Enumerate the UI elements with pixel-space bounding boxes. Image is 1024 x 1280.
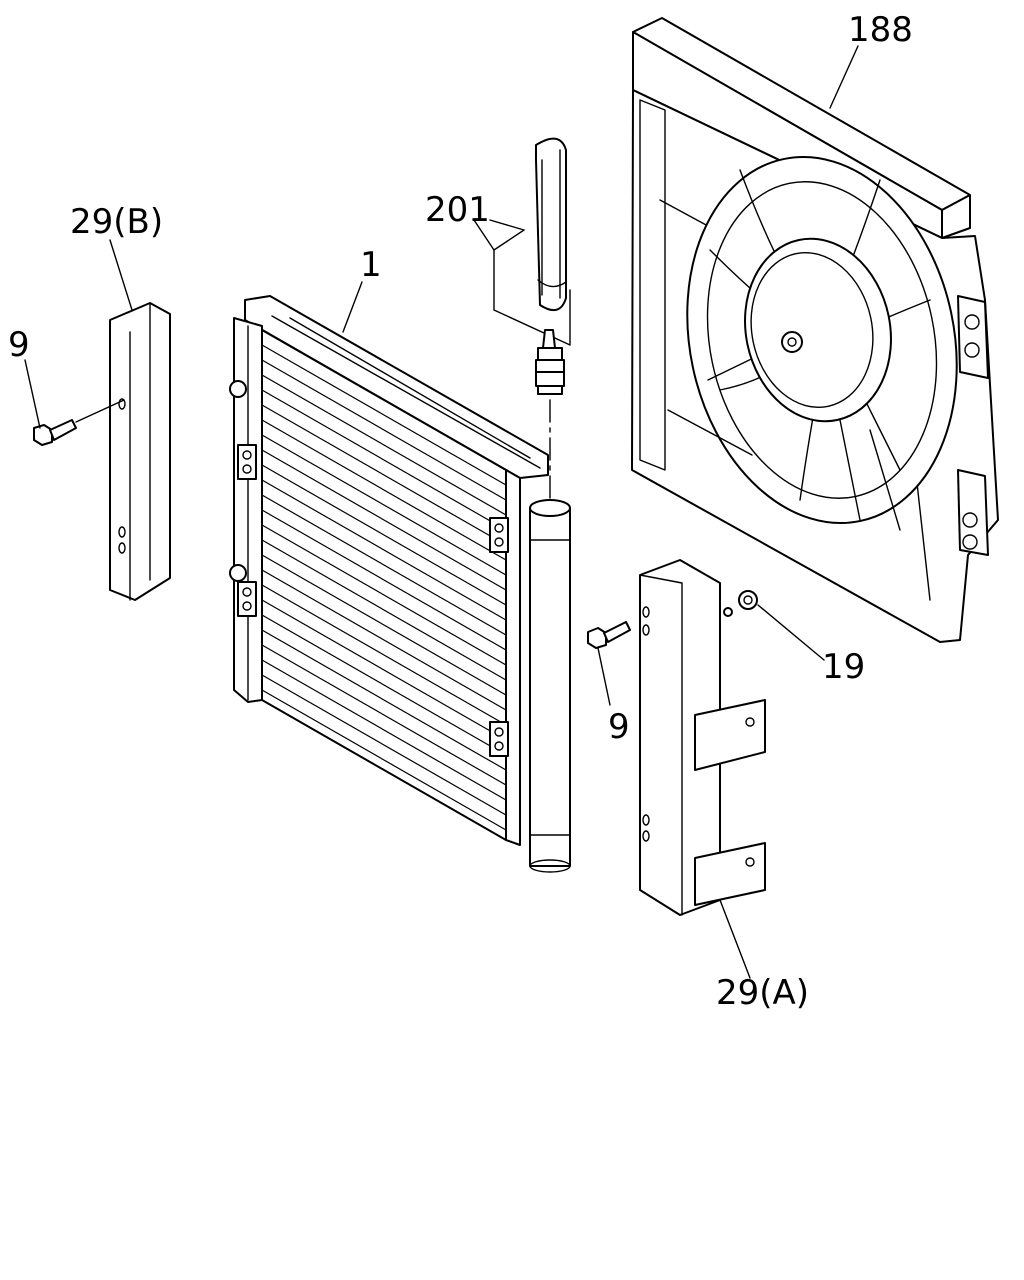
- receiver-drier-cylinder: [529, 499, 571, 873]
- drier-plug: [535, 329, 565, 395]
- callout-201: 201: [425, 190, 490, 230]
- nut-right: [723, 590, 758, 617]
- callout-9-right: 9: [608, 707, 630, 747]
- bracket-29a: [639, 559, 766, 916]
- leader-lines: [24, 45, 859, 979]
- callout-9-left: 9: [8, 325, 30, 365]
- callout-1: 1: [360, 245, 382, 285]
- callout-188: 188: [848, 10, 913, 50]
- condenser-assembly: [229, 295, 571, 873]
- bolt-left: [33, 419, 77, 446]
- callout-29a: 29(A): [716, 973, 809, 1013]
- bolt-right: [587, 621, 631, 649]
- callout-19: 19: [822, 647, 865, 687]
- bracket-29b: [109, 302, 171, 601]
- fan-shroud-assembly: [631, 17, 999, 643]
- callout-29b: 29(B): [70, 202, 163, 242]
- drier-desiccant-assembly: [493, 137, 571, 501]
- condenser-fins: [261, 344, 507, 831]
